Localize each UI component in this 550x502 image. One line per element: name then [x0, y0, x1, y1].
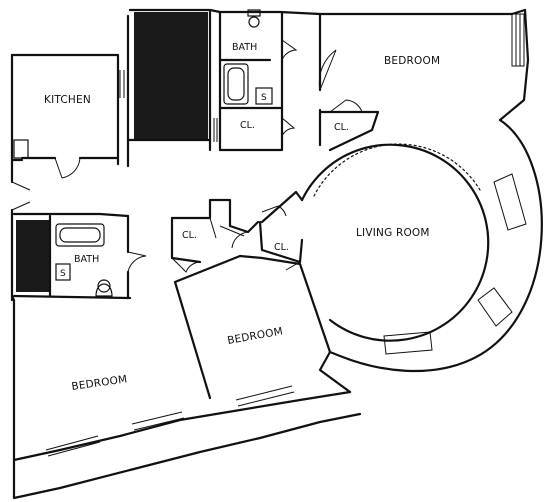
- closet-center-left-label: CL.: [182, 230, 197, 241]
- closet-bedroom-top-label: CL.: [334, 122, 349, 133]
- bath-top-label: BATH: [232, 42, 257, 53]
- bedroom-top-label: BEDROOM: [384, 55, 440, 67]
- living-room-label: LIVING ROOM: [356, 227, 430, 239]
- bath-left-label: BATH: [74, 254, 99, 265]
- closet-center-right-label: CL.: [274, 242, 289, 253]
- living-room-rotunda: [300, 143, 490, 342]
- room-labels: KITCHEN BATH CL. BEDROOM CL. LIVING ROOM…: [44, 42, 440, 393]
- fixtures: [13, 9, 273, 297]
- doors: [11, 39, 363, 273]
- interior-walls: [12, 10, 380, 400]
- closet-top-bath-label: CL.: [240, 120, 255, 131]
- kitchen-label: KITCHEN: [44, 94, 91, 106]
- shower-top-mark: S: [261, 93, 267, 103]
- bedroom-bottom-label: BEDROOM: [71, 373, 128, 393]
- bedroom-center-label: BEDROOM: [226, 325, 283, 347]
- service-shaft: [134, 12, 208, 140]
- service-shaft-left: [16, 220, 50, 292]
- shower-left-mark: S: [60, 269, 66, 279]
- windows: [45, 13, 527, 457]
